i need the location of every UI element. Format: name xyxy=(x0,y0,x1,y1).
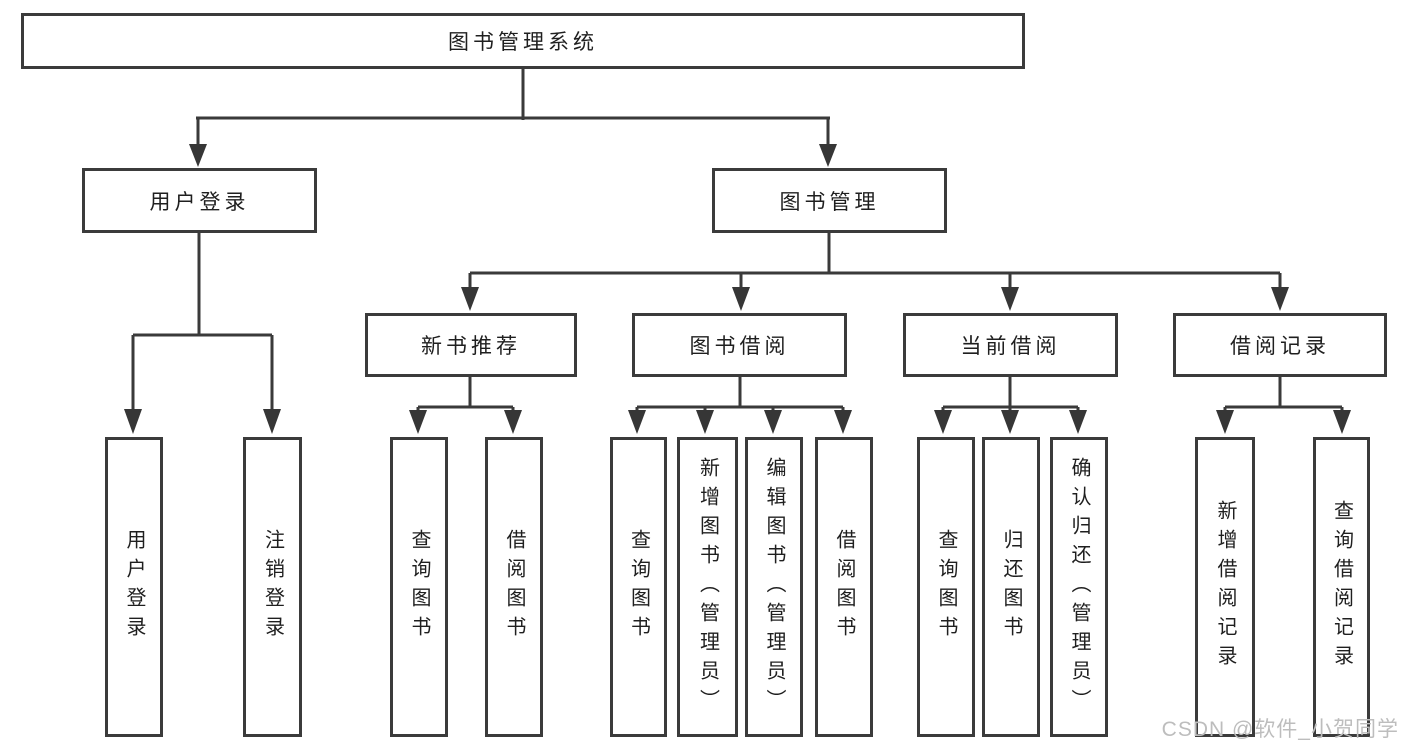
node-label: 借阅记录 xyxy=(1230,335,1330,358)
leaf-logout: 注销登录 xyxy=(243,437,302,737)
node-current-borrow: 当前借阅 xyxy=(903,313,1118,377)
node-label: 借阅图书 xyxy=(503,529,525,645)
node-label: 新增借阅记录 xyxy=(1214,500,1236,674)
connector-records-to-leaves xyxy=(1216,377,1351,434)
connector-userlogin-to-leaves xyxy=(124,233,281,434)
leaf-user-login: 用户登录 xyxy=(105,437,163,737)
node-label: 查询借阅记录 xyxy=(1330,500,1353,674)
node-label: 用户登录 xyxy=(123,529,145,645)
node-label: 注销登录 xyxy=(261,529,284,645)
node-label: 当前借阅 xyxy=(960,335,1061,358)
node-label: 图书管理 xyxy=(779,190,880,214)
node-label: 查询图书 xyxy=(408,529,430,645)
csdn-watermark: CSDN @软件_小贺同学 xyxy=(1161,718,1399,741)
node-label: 用户登录 xyxy=(149,190,250,214)
node-label: 新增图书（管理员） xyxy=(696,456,719,718)
node-borrow-records: 借阅记录 xyxy=(1173,313,1387,377)
node-book-management: 图书管理 xyxy=(712,168,947,233)
connector-bookmgmt-to-level3 xyxy=(461,233,1289,311)
node-label: 新书推荐 xyxy=(421,335,521,358)
node-label: 查询图书 xyxy=(627,529,650,645)
leaf-records-query-record: 查询借阅记录 xyxy=(1313,437,1370,737)
leaf-borrow-query-books: 查询图书 xyxy=(610,437,667,737)
leaf-current-confirm-return-admin: 确认归还（管理员） xyxy=(1050,437,1108,737)
node-book-borrow: 图书借阅 xyxy=(632,313,847,377)
node-label: 归还图书 xyxy=(1000,529,1022,645)
connector-current-to-leaves xyxy=(934,377,1087,434)
node-label: 图书管理系统 xyxy=(448,31,598,54)
node-library-system: 图书管理系统 xyxy=(21,13,1025,69)
leaf-records-add-record: 新增借阅记录 xyxy=(1195,437,1255,737)
leaf-borrow-edit-books-admin: 编辑图书（管理员） xyxy=(745,437,803,737)
node-new-book-recommend: 新书推荐 xyxy=(365,313,577,377)
leaf-borrow-borrow-books: 借阅图书 xyxy=(815,437,873,737)
connector-newbook-to-leaves xyxy=(409,377,522,434)
leaf-newbook-borrow-books: 借阅图书 xyxy=(485,437,543,737)
node-label: 查询图书 xyxy=(935,529,957,645)
node-label: 借阅图书 xyxy=(833,529,855,645)
connector-borrow-to-leaves xyxy=(628,377,852,434)
leaf-newbook-query-books: 查询图书 xyxy=(390,437,448,737)
node-label: 确认归还（管理员） xyxy=(1068,456,1090,718)
node-label: 图书借阅 xyxy=(689,335,790,358)
connector-root-to-level2 xyxy=(189,69,837,167)
leaf-current-query-books: 查询图书 xyxy=(917,437,975,737)
leaf-borrow-add-books-admin: 新增图书（管理员） xyxy=(677,437,738,737)
node-user-login: 用户登录 xyxy=(82,168,317,233)
node-label: 编辑图书（管理员） xyxy=(763,456,785,718)
leaf-current-return-books: 归还图书 xyxy=(982,437,1040,737)
